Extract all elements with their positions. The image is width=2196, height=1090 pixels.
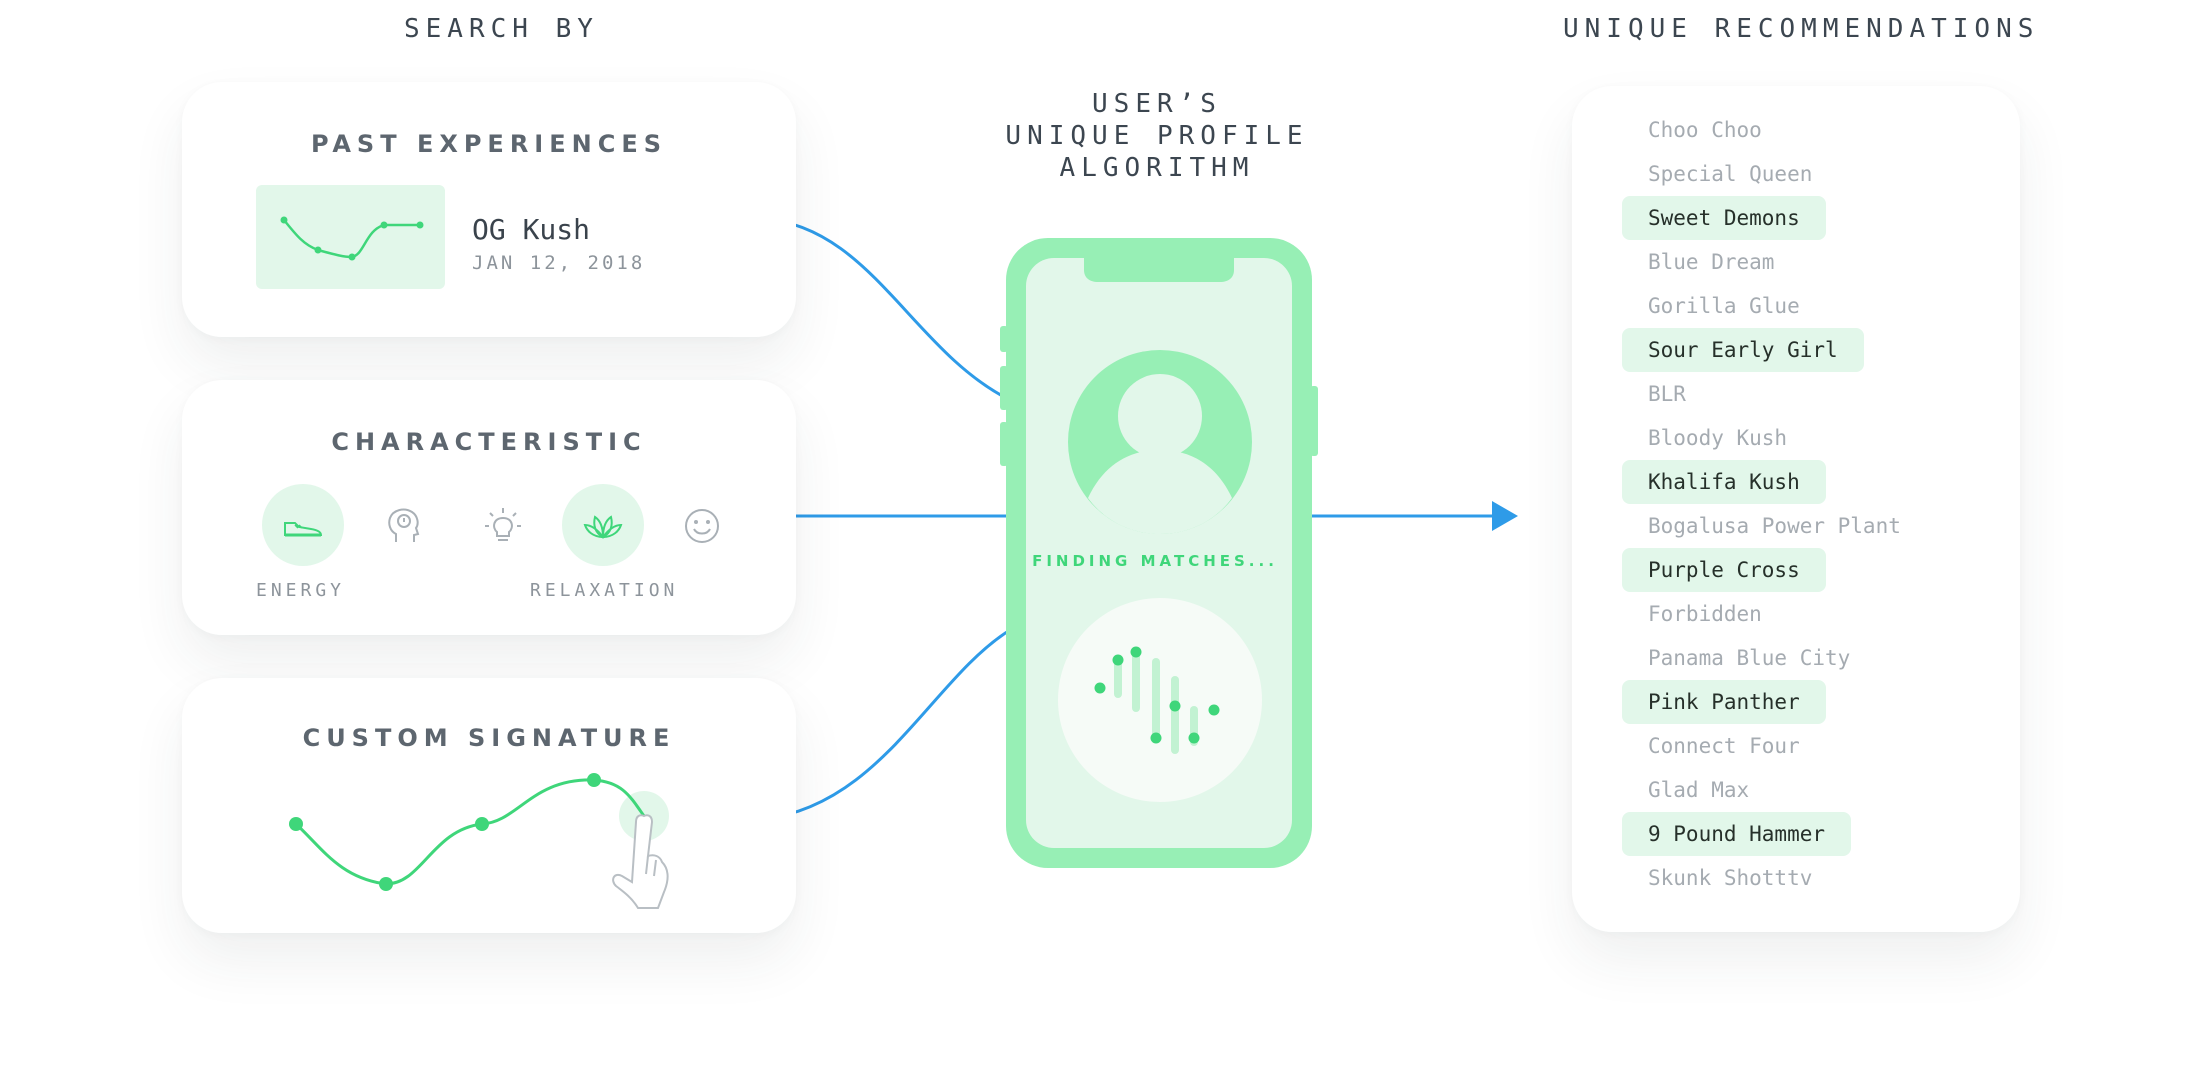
recommendation-item[interactable]: Khalifa Kush: [1622, 460, 1826, 504]
past-experiences-title: PAST EXPERIENCES: [310, 130, 668, 158]
recommendation-item[interactable]: Bogalusa Power Plant: [1648, 514, 1901, 538]
relaxation-option[interactable]: [562, 484, 644, 566]
phone-illustration: [1000, 238, 1318, 868]
recommendation-item[interactable]: Choo Choo: [1648, 118, 1762, 142]
recommendation-item[interactable]: Pink Panther: [1622, 680, 1826, 724]
search-by-heading: SEARCH BY: [404, 14, 599, 44]
recommendation-item[interactable]: Connect Four: [1648, 734, 1800, 758]
past-experiences-card[interactable]: PAST EXPERIENCES OG Kush JAN 12, 2018: [182, 82, 796, 337]
output-arrowhead: [1492, 501, 1518, 531]
custom-signature-title: CUSTOM SIGNATURE: [302, 724, 676, 752]
lightbulb-icon[interactable]: [481, 504, 525, 548]
profile-title-line-2: UNIQUE PROFILE: [1005, 121, 1309, 151]
recommendation-item[interactable]: Blue Dream: [1648, 250, 1775, 274]
recommendation-item[interactable]: Forbidden: [1648, 602, 1762, 626]
recommendation-item[interactable]: Sweet Demons: [1622, 196, 1826, 240]
energy-label: ENERGY: [256, 580, 346, 601]
energy-option[interactable]: [262, 484, 344, 566]
strain-name: OG Kush: [472, 213, 591, 246]
sneaker-icon: [284, 522, 323, 537]
profile-title-line-3: ALGORITHM: [1059, 153, 1255, 183]
recommendation-item[interactable]: BLR: [1648, 382, 1686, 406]
profile-title-line-1: USER’S: [1092, 89, 1222, 119]
hand-pointer-icon: [612, 814, 669, 909]
recommendation-item[interactable]: 9 Pound Hammer: [1622, 812, 1852, 856]
profile-algorithm-title: USER’S UNIQUE PROFILE ALGORITHM: [962, 88, 1352, 184]
recommendation-item[interactable]: Gorilla Glue: [1648, 294, 1800, 318]
experience-mini-chart: [256, 185, 445, 289]
finding-matches-status: FINDING MATCHES...: [1032, 552, 1278, 570]
sound-wave-icon: [1058, 598, 1262, 802]
recommendation-item[interactable]: Bloody Kush: [1648, 426, 1788, 450]
characteristic-card[interactable]: CHARACTERISTIC ENERGY RELAXATION: [182, 380, 796, 635]
custom-signature-card[interactable]: CUSTOM SIGNATURE: [182, 678, 796, 933]
recommendation-item[interactable]: Sour Early Girl: [1622, 328, 1864, 372]
connector-custom-signature: [755, 628, 1011, 822]
connector-past-experiences: [755, 216, 1011, 402]
signature-curve[interactable]: [182, 678, 796, 933]
recommendation-item[interactable]: Glad Max: [1648, 778, 1750, 802]
lotus-icon: [583, 515, 623, 539]
smiley-icon[interactable]: [680, 504, 724, 548]
strain-date: JAN 12, 2018: [472, 252, 646, 274]
recommendation-item[interactable]: Special Queen: [1648, 162, 1813, 186]
recommendation-item[interactable]: Skunk Shotttv: [1648, 866, 1813, 890]
relaxation-label: RELAXATION: [530, 580, 679, 601]
characteristic-title: CHARACTERISTIC: [331, 428, 647, 456]
recommendation-item[interactable]: Purple Cross: [1622, 548, 1826, 592]
recommendation-item[interactable]: Panama Blue City: [1648, 646, 1851, 670]
profile-avatar-icon: [1068, 350, 1252, 534]
recommendations-heading: UNIQUE RECOMMENDATIONS: [1563, 14, 2040, 44]
head-thought-icon[interactable]: [382, 504, 426, 548]
